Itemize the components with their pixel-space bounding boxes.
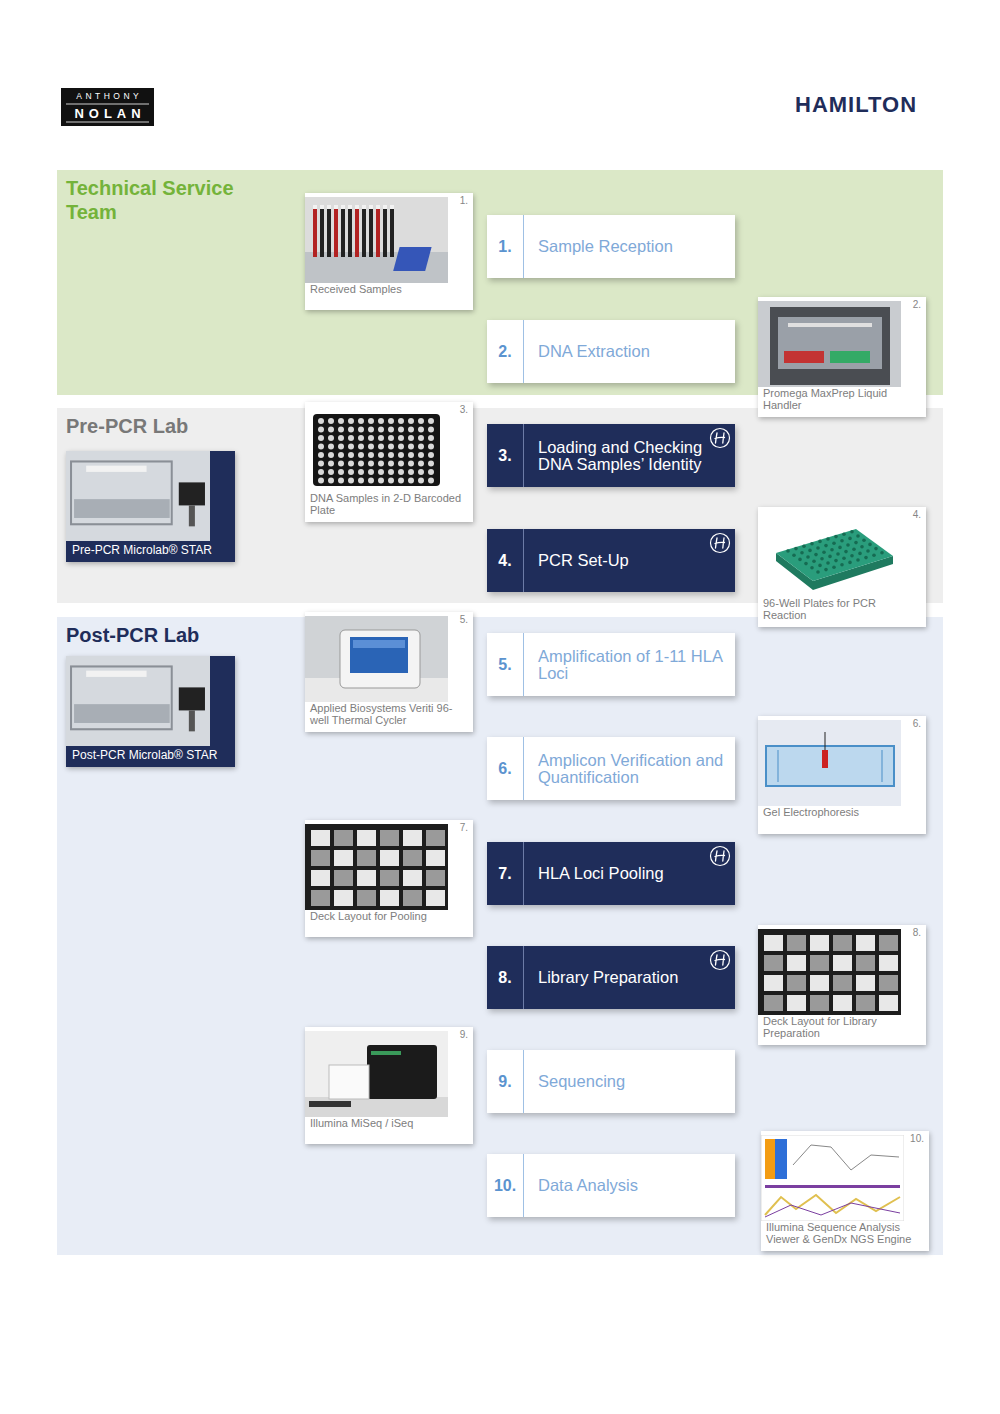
photo-caption: Post-PCR Microlab® STAR xyxy=(66,749,235,765)
photo xyxy=(758,301,901,387)
process-box: 1.Sample Reception xyxy=(487,215,735,278)
step-label: Loading and Checking DNA Samples’ Identi… xyxy=(524,439,708,473)
callout-number: 1. xyxy=(460,195,468,206)
callout-number: 10. xyxy=(910,1133,924,1144)
photo-card: 3. DNA Samples in 2-D Barcoded Plate xyxy=(305,402,473,522)
process-box: 5.Amplification of 1-11 HLA Loci xyxy=(487,633,735,696)
photo-caption: Deck Layout for Library Preparation xyxy=(758,1016,926,1043)
step-number: 1. xyxy=(487,215,524,278)
photo xyxy=(758,720,901,806)
step-number: 4. xyxy=(487,529,524,592)
step-number: 2. xyxy=(487,320,524,383)
step-number: 3. xyxy=(487,424,524,487)
logo-text: ANTHONY xyxy=(66,92,149,101)
brand-logo-text: HAMILTON xyxy=(795,93,917,117)
photo-caption: Pre-PCR Microlab® STAR xyxy=(66,544,235,560)
step-label: Sample Reception xyxy=(524,238,724,255)
callout-number: 7. xyxy=(460,822,468,833)
hamilton-icon xyxy=(709,427,731,449)
instrument-card: Pre-PCR Microlab® STAR xyxy=(66,451,235,562)
photo-caption: DNA Samples in 2-D Barcoded Plate xyxy=(305,493,473,520)
step-number: 10. xyxy=(487,1154,524,1217)
photo xyxy=(761,1135,904,1221)
lab-band: Technical Service Team 1. Received Samples… xyxy=(57,170,943,395)
instrument-card: Post-PCR Microlab® STAR xyxy=(66,656,235,767)
band-title: Post-PCR Lab xyxy=(57,617,265,653)
photo xyxy=(66,451,210,541)
process-box: 3.Loading and Checking DNA Samples’ Iden… xyxy=(487,424,735,487)
step-label: PCR Set-Up xyxy=(524,552,708,569)
process-box: 6.Amplicon Verification and Quantificati… xyxy=(487,737,735,800)
photo-card: 2. Promega MaxPrep Liquid Handler xyxy=(758,297,926,417)
hamilton-icon xyxy=(709,532,731,554)
photo xyxy=(758,511,901,597)
photo-caption: Applied Biosystems Veriti 96-well Therma… xyxy=(305,703,473,730)
step-label: Amplicon Verification and Quantification xyxy=(524,752,724,786)
photo-card: 7. Deck Layout for Pooling xyxy=(305,820,473,937)
photo-card: 8. Deck Layout for Library Preparation xyxy=(758,925,926,1045)
photo-caption: 96-Well Plates for PCR Reaction xyxy=(758,598,926,625)
photo xyxy=(758,929,901,1015)
callout-number: 3. xyxy=(460,404,468,415)
callout-number: 8. xyxy=(913,927,921,938)
callout-number: 9. xyxy=(460,1029,468,1040)
step-label: Library Preparation xyxy=(524,969,708,986)
lab-band: Pre-PCR LabPre-PCR Microlab® STAR 3. DNA S… xyxy=(57,408,943,603)
process-box: 8.Library Preparation xyxy=(487,946,735,1009)
step-label: Data Analysis xyxy=(524,1177,724,1194)
hamilton-icon xyxy=(709,845,731,867)
photo xyxy=(66,656,210,746)
logo-text: NOLAN xyxy=(66,107,149,121)
process-box: 10.Data Analysis xyxy=(487,1154,735,1217)
callout-number: 2. xyxy=(913,299,921,310)
photo-card: 5. Applied Biosystems Veriti 96-well Ther… xyxy=(305,612,473,732)
photo xyxy=(305,616,448,702)
photo-caption: Deck Layout for Pooling xyxy=(305,911,473,927)
step-label: HLA Loci Pooling xyxy=(524,865,708,882)
photo xyxy=(305,1031,448,1117)
band-title: Pre-PCR Lab xyxy=(57,408,265,444)
callout-number: 5. xyxy=(460,614,468,625)
step-number: 6. xyxy=(487,737,524,800)
photo xyxy=(305,824,448,910)
step-label: Amplification of 1-11 HLA Loci xyxy=(524,648,724,682)
step-number: 5. xyxy=(487,633,524,696)
photo xyxy=(305,406,448,492)
process-box: 9.Sequencing xyxy=(487,1050,735,1113)
photo xyxy=(305,197,448,283)
photo-card: 6. Gel Electrophoresis xyxy=(758,716,926,834)
photo-caption: Received Samples xyxy=(305,284,473,300)
photo-card: 1. Received Samples xyxy=(305,193,473,310)
photo-caption: Gel Electrophoresis xyxy=(758,807,926,823)
photo-card: 4. 96-Well Plates for PCR Reaction xyxy=(758,507,926,627)
lab-band: Post-PCR LabPost-PCR Microlab® STAR 5. App… xyxy=(57,617,943,1255)
photo-caption: Promega MaxPrep Liquid Handler xyxy=(758,388,926,415)
band-title: Technical Service Team xyxy=(57,170,265,230)
process-box: 4.PCR Set-Up xyxy=(487,529,735,592)
callout-number: 4. xyxy=(913,509,921,520)
logo-art xyxy=(0,0,1000,140)
callout-number: 6. xyxy=(913,718,921,729)
photo-caption: Illumina MiSeq / iSeq xyxy=(305,1118,473,1134)
step-label: Sequencing xyxy=(524,1073,724,1090)
hamilton-icon xyxy=(709,949,731,971)
photo-card: 10. Illumina Sequence Analysis Viewer & G… xyxy=(761,1131,929,1251)
process-box: 7.HLA Loci Pooling xyxy=(487,842,735,905)
step-number: 9. xyxy=(487,1050,524,1113)
step-number: 8. xyxy=(487,946,524,1009)
step-label: DNA Extraction xyxy=(524,343,724,360)
photo-card: 9. Illumina MiSeq / iSeq xyxy=(305,1027,473,1144)
step-number: 7. xyxy=(487,842,524,905)
photo-caption: Illumina Sequence Analysis Viewer & GenD… xyxy=(761,1222,929,1249)
process-box: 2.DNA Extraction xyxy=(487,320,735,383)
